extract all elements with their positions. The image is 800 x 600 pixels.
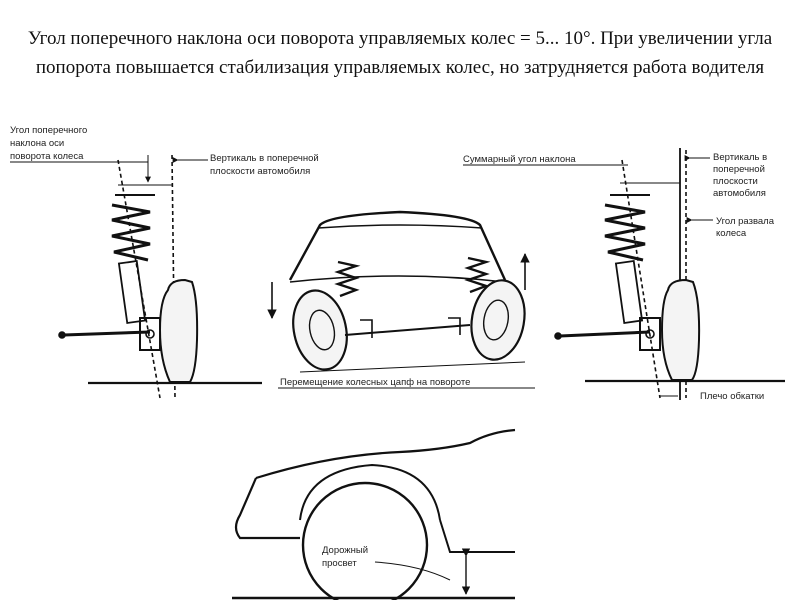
left-suspension-figure (58, 154, 262, 399)
vertical-right-label-line1: Вертикаль в (713, 152, 767, 163)
vertical-right-label-line2: поперечной (713, 164, 765, 175)
wheel-circle (301, 481, 429, 600)
kingpin-angle-label-line3: поворота колеса (10, 151, 84, 162)
scrub-radius-label: Плечо обкатки (700, 391, 764, 402)
kingpin-angle-label-line1: Угол поперечного (10, 125, 87, 136)
right-wheel (470, 279, 526, 361)
car-body (288, 210, 507, 281)
left-labels: Угол поперечного наклона оси поворота ко… (10, 125, 319, 177)
lower-control-arm (63, 330, 151, 337)
bottom-clearance-figure (232, 428, 516, 600)
lower-control-arm-right (559, 330, 651, 338)
left-spring (334, 260, 361, 298)
total-angle-label: Суммарный угол наклона (463, 154, 576, 165)
right-suspension-figure (554, 148, 785, 400)
vertical-right-label-line4: автомобиля (713, 188, 766, 199)
right-spring (464, 256, 491, 294)
left-wheel (292, 289, 348, 371)
kingpin-angle-label-line2: наклона оси (10, 138, 64, 149)
axle-crossmember (344, 324, 471, 336)
camber-label-line1: Угол развала (716, 216, 775, 227)
clearance-label-line1: Дорожный (322, 545, 368, 556)
center-caption: Перемещение колесных цапф на повороте (280, 377, 470, 388)
vertical-right-label-line3: плоскости (713, 176, 758, 187)
clearance-label-line2: просвет (322, 558, 357, 569)
wheel-tyre-right (660, 278, 701, 381)
car-body-profile (255, 428, 516, 480)
shock-absorber-right (614, 260, 644, 324)
coil-spring (111, 203, 151, 262)
wheel-tyre (158, 278, 199, 383)
right-labels: Суммарный угол наклона Вертикаль в попер… (463, 152, 775, 402)
center-car-figure (267, 210, 530, 373)
page-title: Угол поперечного наклона оси поворота уп… (27, 28, 773, 78)
vertical-label-line2: плоскости автомобиля (210, 166, 310, 177)
camber-label-line2: колеса (716, 228, 747, 239)
vertical-label-line1: Вертикаль в поперечной (210, 153, 319, 164)
shock-absorber (117, 260, 147, 324)
coil-spring-right (604, 203, 646, 262)
vertical-reference-line (171, 154, 176, 399)
